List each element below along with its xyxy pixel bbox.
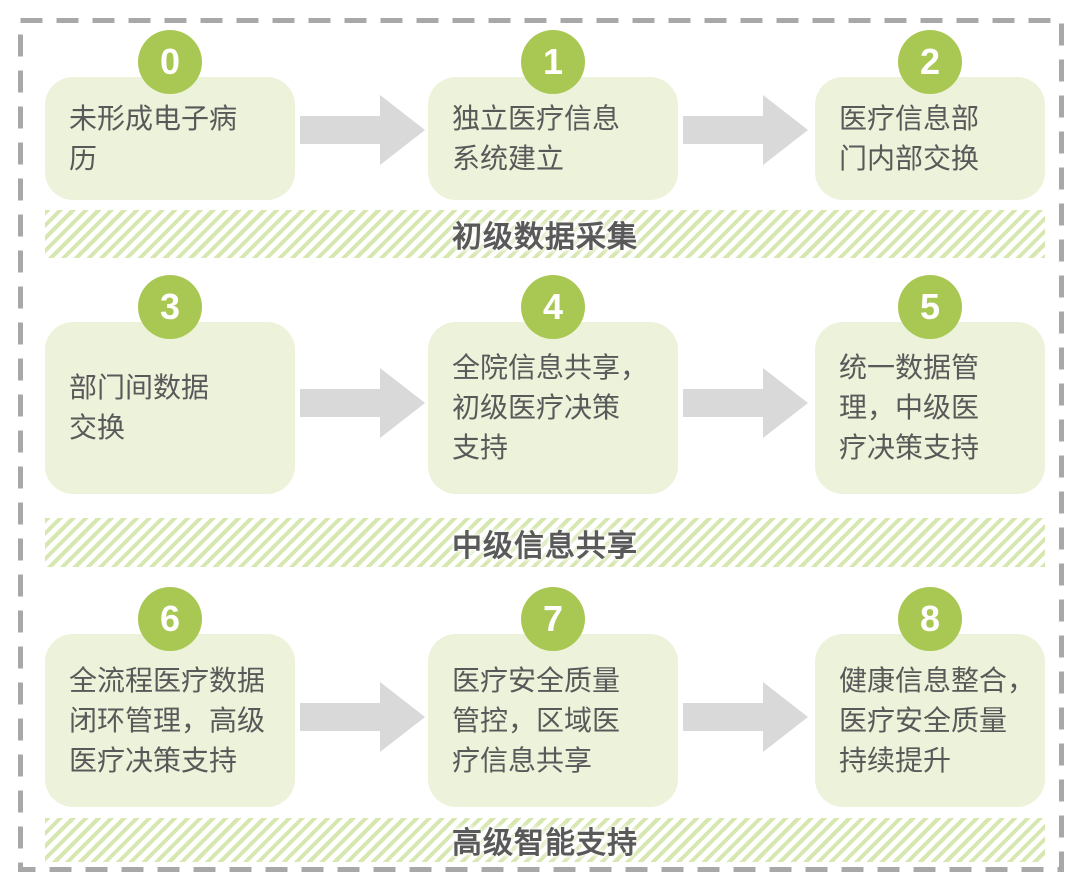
level-5-number-badge: 5 xyxy=(898,275,962,339)
stage-banner-label: 初级数据采集 xyxy=(452,221,638,254)
level-number: 8 xyxy=(919,598,941,639)
level-5-box: 统一数据管 理，中级医 疗决策支持 xyxy=(815,322,1045,494)
level-1-number-badge: 1 xyxy=(521,30,585,94)
level-0-box: 未形成电子病 历 xyxy=(45,77,295,200)
level-2-description: 医疗信息部 门内部交换 xyxy=(839,102,980,174)
level-number: 6 xyxy=(159,598,181,639)
level-2-number-badge: 2 xyxy=(898,30,962,94)
stage-banner-advanced-intelligent-support: 高级智能支持 xyxy=(45,818,1045,862)
level-2: 2 医疗信息部 门内部交换 xyxy=(815,30,1045,200)
level-4-number-badge: 4 xyxy=(521,275,585,339)
level-0-number-badge: 0 xyxy=(138,30,202,94)
level-7-number-badge: 7 xyxy=(521,587,585,651)
level-5: 5 统一数据管 理，中级医 疗决策支持 xyxy=(815,275,1045,494)
arrow-right-icon xyxy=(683,368,808,438)
stage-banner-basic-data-collection: 初级数据采集 xyxy=(45,210,1045,258)
level-7-box: 医疗安全质量 管控，区域医 疗信息共享 xyxy=(428,634,678,807)
level-4: 4 全院信息共享， 初级医疗决策 支持 xyxy=(428,275,678,494)
arrow-right-icon xyxy=(300,682,425,752)
level-number: 5 xyxy=(919,286,941,327)
level-3: 3 部门间数据 交换 xyxy=(45,275,295,494)
level-6: 6 全流程医疗数据 闭环管理，高级 医疗决策支持 xyxy=(45,587,295,807)
level-1: 1 独立医疗信息 系统建立 xyxy=(428,30,678,200)
level-3-number-badge: 3 xyxy=(138,275,202,339)
level-6-description: 全流程医疗数据 闭环管理，高级 医疗决策支持 xyxy=(69,664,266,776)
level-6-number-badge: 6 xyxy=(138,587,202,651)
level-8-description: 健康信息整合， 医疗安全质量 持续提升 xyxy=(839,664,1036,776)
level-4-box: 全院信息共享， 初级医疗决策 支持 xyxy=(428,322,678,494)
level-number: 2 xyxy=(919,41,941,82)
arrow-right-icon xyxy=(300,95,425,165)
level-number: 4 xyxy=(542,286,564,327)
level-7-description: 医疗安全质量 管控，区域医 疗信息共享 xyxy=(452,664,621,776)
stage-banner-label: 高级智能支持 xyxy=(452,827,638,860)
level-3-box: 部门间数据 交换 xyxy=(45,322,295,494)
level-1-description: 独立医疗信息 系统建立 xyxy=(452,102,621,174)
level-1-box: 独立医疗信息 系统建立 xyxy=(428,77,678,200)
stage-banner-label: 中级信息共享 xyxy=(452,529,638,563)
level-number: 0 xyxy=(159,41,181,82)
level-number: 7 xyxy=(542,598,564,639)
level-0: 0 未形成电子病 历 xyxy=(45,30,295,200)
stage-banner-intermediate-info-sharing: 中级信息共享 xyxy=(45,518,1045,567)
level-6-box: 全流程医疗数据 闭环管理，高级 医疗决策支持 xyxy=(45,634,295,807)
level-number: 3 xyxy=(159,286,181,327)
level-7: 7 医疗安全质量 管控，区域医 疗信息共享 xyxy=(428,587,678,807)
arrow-right-icon xyxy=(300,368,425,438)
arrow-right-icon xyxy=(683,95,808,165)
level-8: 8 健康信息整合， 医疗安全质量 持续提升 xyxy=(815,587,1045,807)
level-8-box: 健康信息整合， 医疗安全质量 持续提升 xyxy=(815,634,1045,807)
level-2-box: 医疗信息部 门内部交换 xyxy=(815,77,1045,200)
level-number: 1 xyxy=(542,41,564,82)
level-0-description: 未形成电子病 历 xyxy=(69,102,238,174)
level-3-description: 部门间数据 交换 xyxy=(69,372,210,443)
level-8-number-badge: 8 xyxy=(898,587,962,651)
arrow-right-icon xyxy=(683,682,808,752)
level-4-description: 全院信息共享， 初级医疗决策 支持 xyxy=(452,352,649,463)
level-5-description: 统一数据管 理，中级医 疗决策支持 xyxy=(839,352,980,463)
